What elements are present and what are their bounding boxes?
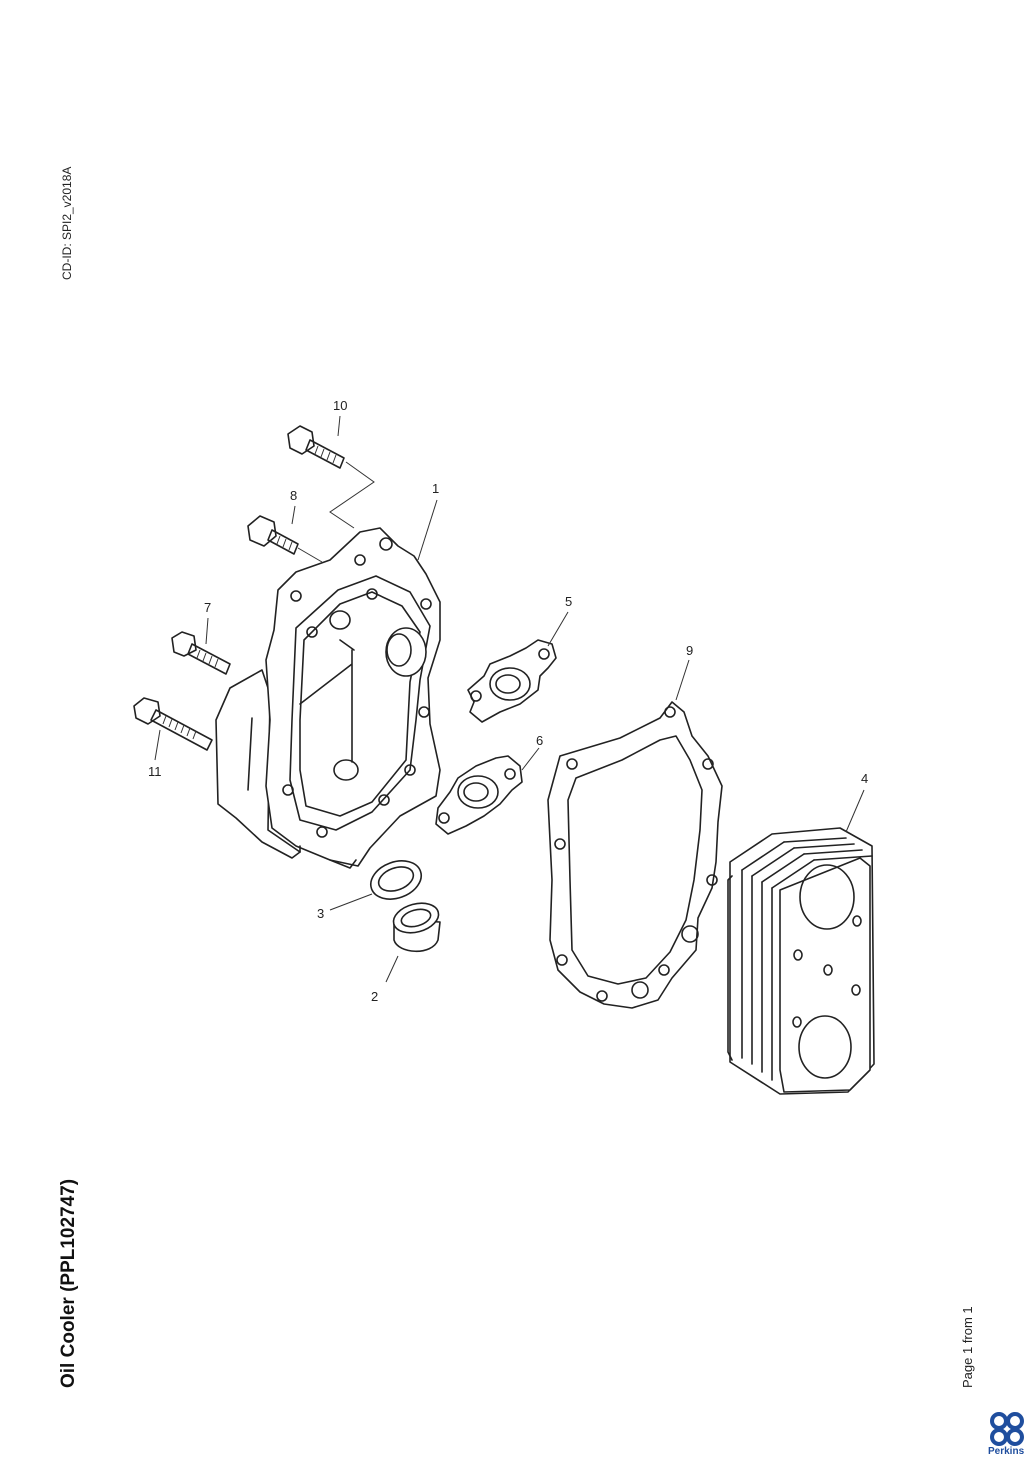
gasket-5: [467, 639, 557, 723]
callout-10: 10: [333, 398, 347, 413]
callout-4: 4: [861, 771, 868, 786]
perkins-logo-icon: [990, 1412, 1024, 1446]
callout-1: 1: [432, 481, 439, 496]
bolt-7: [171, 631, 231, 675]
plug-2: [392, 902, 441, 952]
leader-lines: [154, 415, 865, 983]
gasket-9: [547, 701, 723, 1009]
callout-3: 3: [317, 906, 324, 921]
callout-5: 5: [565, 594, 572, 609]
callout-9: 9: [686, 643, 693, 658]
cooler-core-4: [727, 827, 875, 1095]
bolt-11: [133, 697, 213, 751]
brand-name: Perkins: [988, 1446, 1025, 1457]
seal-ring-3: [370, 860, 422, 900]
oil-cooler-housing: [215, 527, 441, 869]
callout-11: 11: [148, 764, 162, 779]
callout-2: 2: [371, 989, 378, 1004]
gasket-6: [435, 755, 523, 835]
callout-7: 7: [204, 600, 211, 615]
callout-6: 6: [536, 733, 543, 748]
bolt-10: [287, 425, 375, 529]
callout-labels: 1 2 3 4 5 6 7 8 9 10 11: [148, 398, 868, 1004]
bolt-8: [247, 515, 323, 563]
page-number: Page 1 from 1: [960, 1306, 975, 1388]
page-title: Oil Cooler (PPL102747): [58, 1178, 79, 1388]
callout-8: 8: [290, 488, 297, 503]
